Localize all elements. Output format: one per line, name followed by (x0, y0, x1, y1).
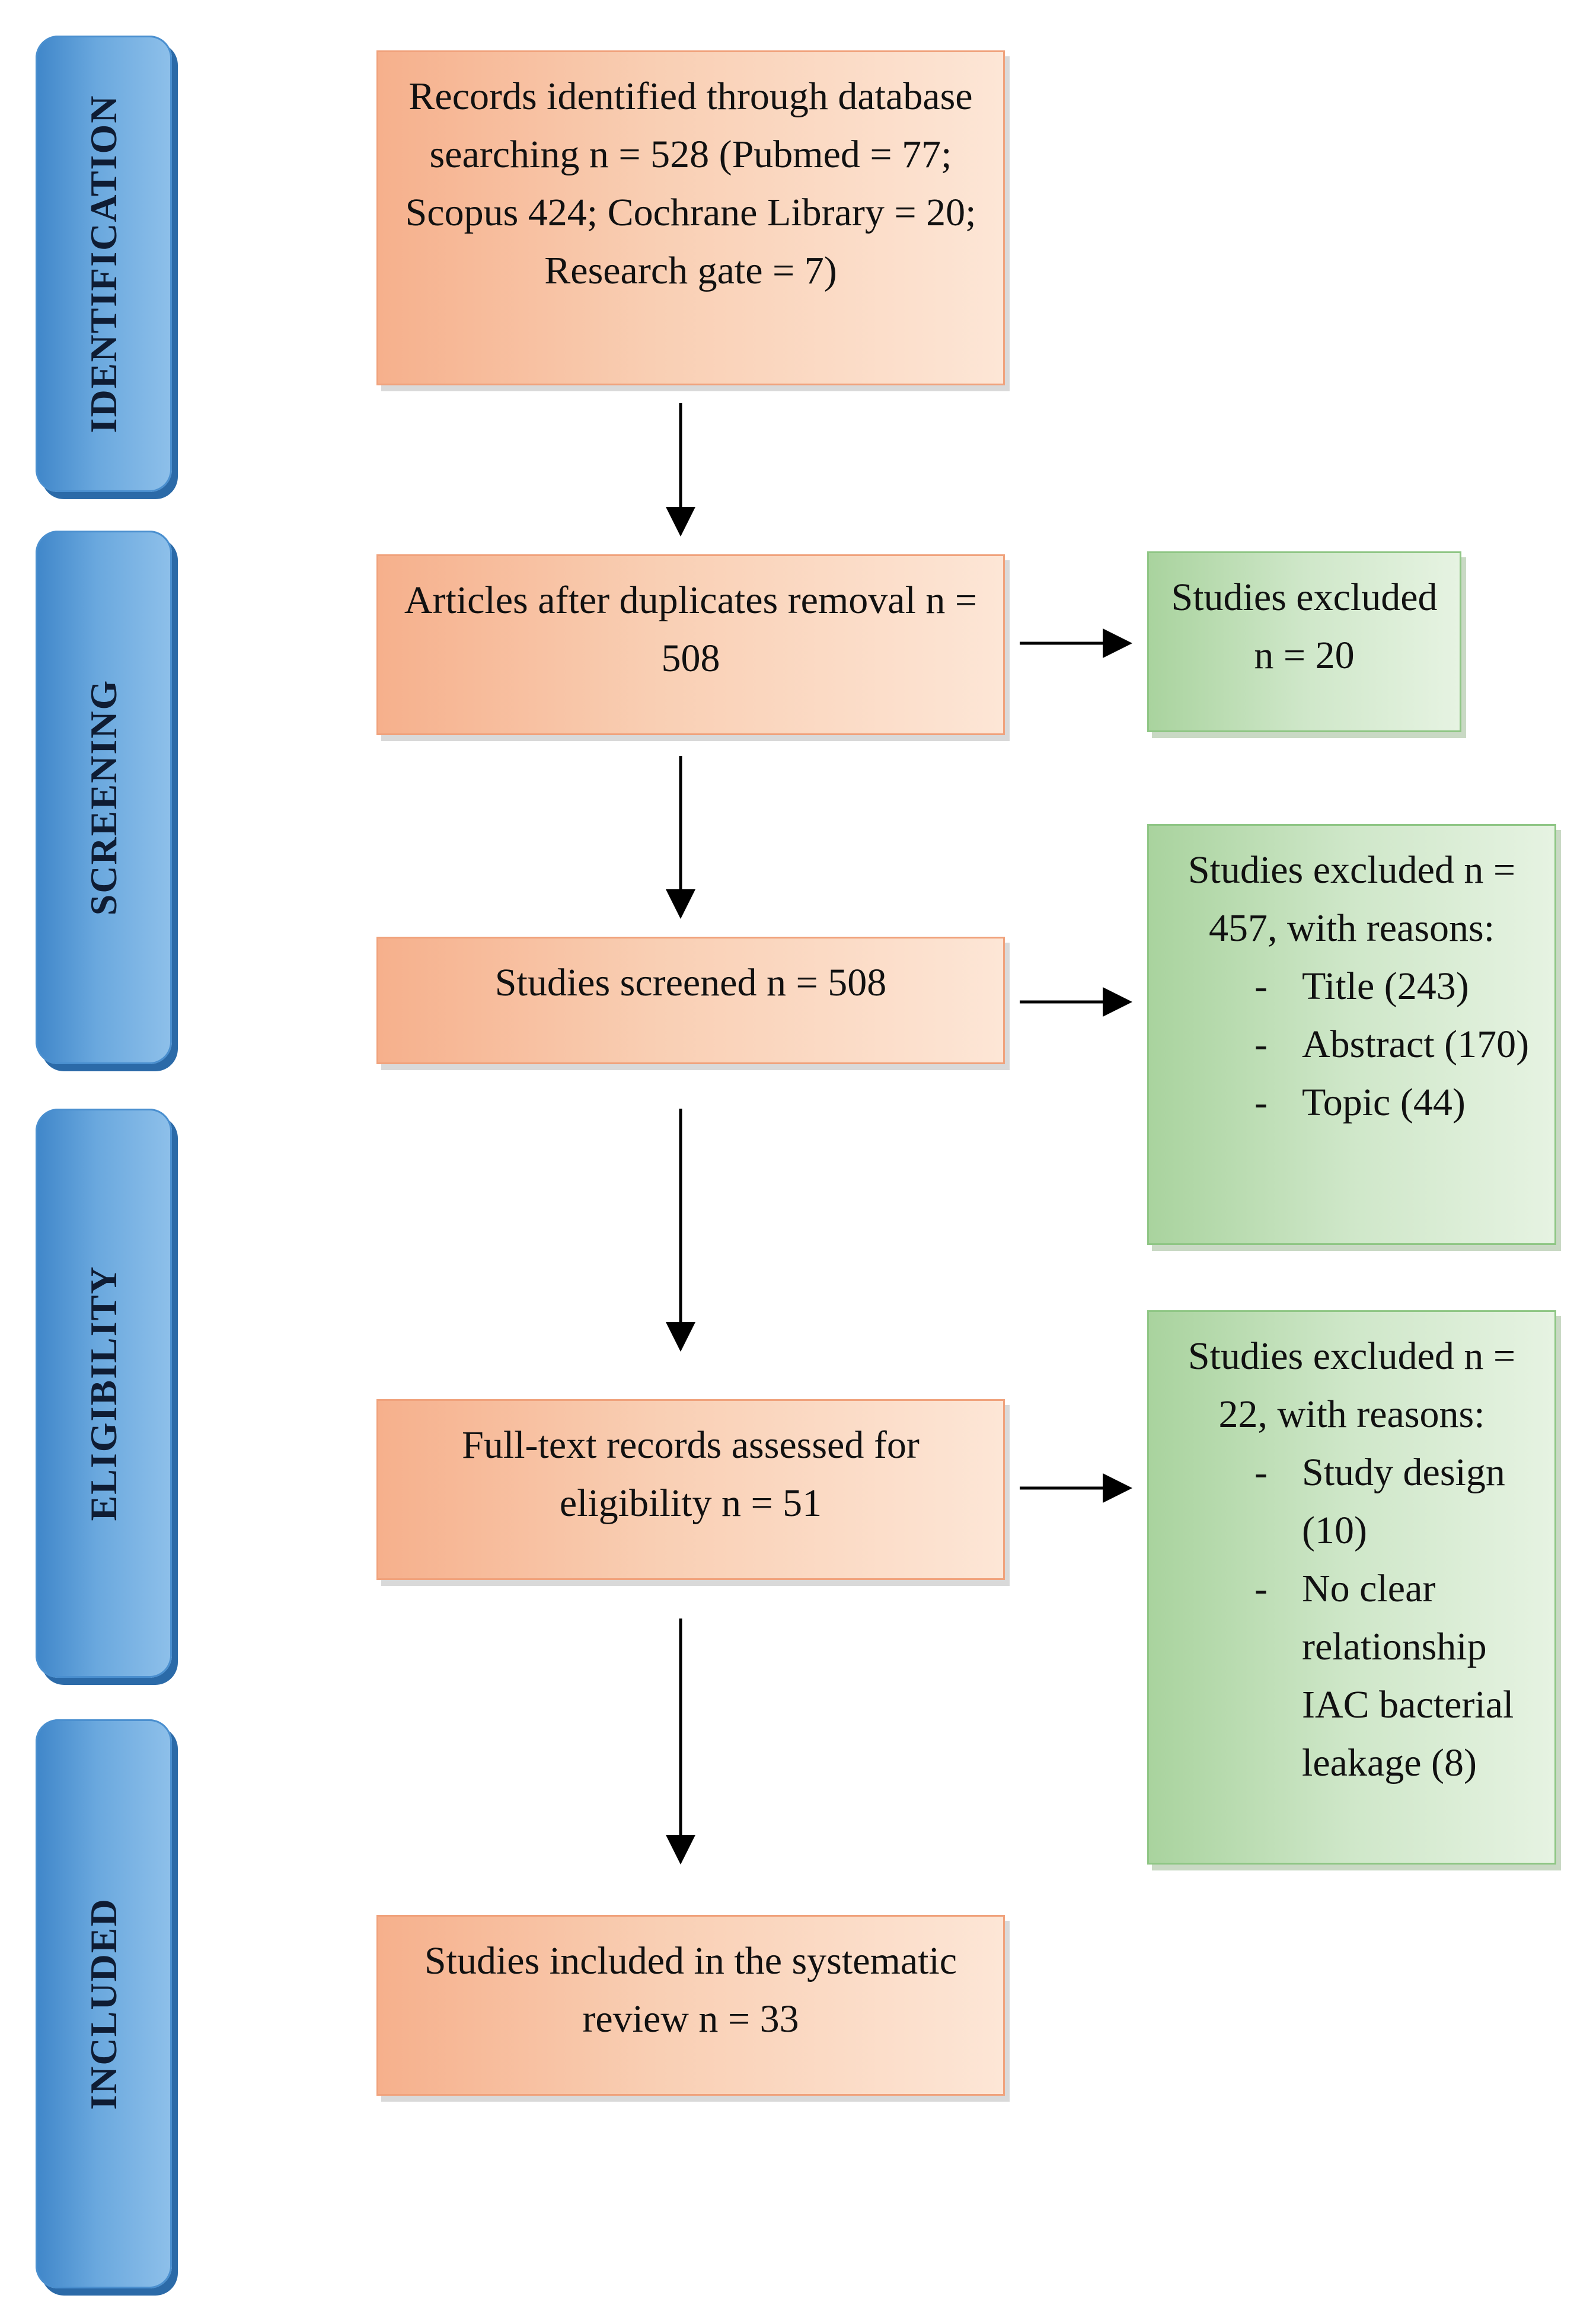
box-studies-screened: Studies screened n = 508 (376, 937, 1005, 1064)
stage-included: INCLUDED (36, 1719, 172, 2288)
box-records-identified-text: Records identified through database sear… (405, 75, 976, 292)
reason-item: No clear relationship IAC bacterial leak… (1166, 1560, 1538, 1792)
box-excluded-screening: Studies excluded n = 457, with reasons: … (1147, 824, 1556, 1245)
stage-eligibility: ELIGIBILITY (36, 1109, 172, 1678)
box-full-text-assessed-text: Full-text records assessed for eligibili… (462, 1423, 920, 1525)
box-excluded-duplicates: Studies excluded n = 20 (1147, 551, 1461, 732)
stage-screening: SCREENING (36, 531, 172, 1064)
reason-item: Abstract (170) (1166, 1016, 1538, 1074)
reason-item: Study design (10) (1166, 1444, 1538, 1560)
box-studies-screened-text: Studies screened n = 508 (494, 961, 887, 1004)
box-excluded-eligibility: Studies excluded n = 22, with reasons: S… (1147, 1310, 1556, 1865)
box-studies-included-text: Studies included in the systematic revie… (424, 1939, 957, 2041)
box-full-text-assessed: Full-text records assessed for eligibili… (376, 1399, 1005, 1580)
excluded-eligibility-heading: Studies excluded n = 22, with reasons: (1187, 1335, 1516, 1436)
box-records-identified: Records identified through database sear… (376, 50, 1005, 385)
reason-item: Topic (44) (1166, 1074, 1538, 1132)
excluded-screening-heading: Studies excluded n = 457, with reasons: (1187, 848, 1516, 950)
box-excluded-duplicates-text: Studies excluded n = 20 (1171, 576, 1438, 677)
stage-identification: IDENTIFICATION (36, 36, 172, 492)
reason-item: Title (243) (1166, 957, 1538, 1016)
excluded-eligibility-reasons: Study design (10) No clear relationship … (1166, 1444, 1538, 1792)
box-after-duplicates: Articles after duplicates removal n = 50… (376, 554, 1005, 735)
box-after-duplicates-text: Articles after duplicates removal n = 50… (404, 579, 978, 680)
excluded-screening-reasons: Title (243) Abstract (170) Topic (44) (1166, 957, 1538, 1132)
box-studies-included: Studies included in the systematic revie… (376, 1915, 1005, 2096)
